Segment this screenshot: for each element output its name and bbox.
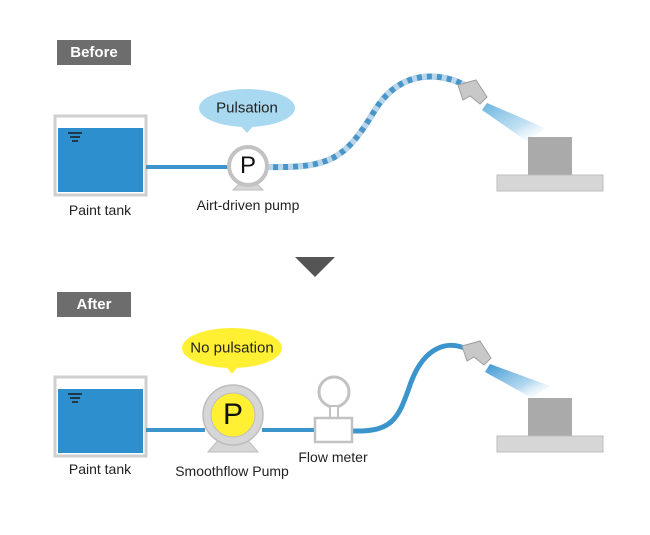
paint-spray bbox=[482, 103, 545, 142]
down-arrow-icon bbox=[295, 257, 335, 277]
liquid-level-icon bbox=[68, 393, 82, 403]
pulsation-bubble bbox=[199, 89, 295, 133]
before-section bbox=[53, 73, 604, 197]
paint-tank-label-before: Paint tank bbox=[68, 202, 132, 218]
before-tag: Before bbox=[57, 40, 131, 65]
flow-meter-label: Flow meter bbox=[298, 449, 368, 465]
pump-letter-before: P bbox=[239, 152, 257, 179]
pump-label-after: Smoothflow Pump bbox=[175, 463, 289, 479]
smooth-hose bbox=[351, 342, 474, 434]
paint-tank-label-after: Paint tank bbox=[68, 461, 132, 477]
pulsation-bubble-text: Pulsation bbox=[216, 99, 278, 117]
paint-liquid bbox=[58, 128, 143, 192]
pulsating-hose bbox=[267, 73, 472, 171]
no-pulsation-bubble-text: No pulsation bbox=[190, 339, 274, 357]
liquid-level-icon bbox=[68, 132, 82, 142]
flow-meter bbox=[313, 375, 354, 444]
smoothflow-pump bbox=[202, 384, 264, 453]
pulsation-pattern bbox=[267, 73, 472, 171]
paint-tank-after bbox=[53, 375, 148, 458]
pump-label-before: Airt-driven pump bbox=[196, 197, 300, 213]
after-tag: After bbox=[57, 292, 131, 317]
spray-gun-before bbox=[457, 79, 545, 142]
paint-spray bbox=[485, 364, 550, 398]
after-section bbox=[53, 328, 604, 458]
workpiece-after bbox=[496, 398, 604, 453]
paint-tank-before bbox=[53, 114, 148, 197]
workpiece-before bbox=[496, 137, 604, 192]
no-pulsation-bubble bbox=[182, 328, 282, 374]
air-driven-pump bbox=[227, 145, 269, 191]
pump-letter-after: P bbox=[222, 398, 244, 431]
spray-gun-after bbox=[461, 340, 550, 398]
